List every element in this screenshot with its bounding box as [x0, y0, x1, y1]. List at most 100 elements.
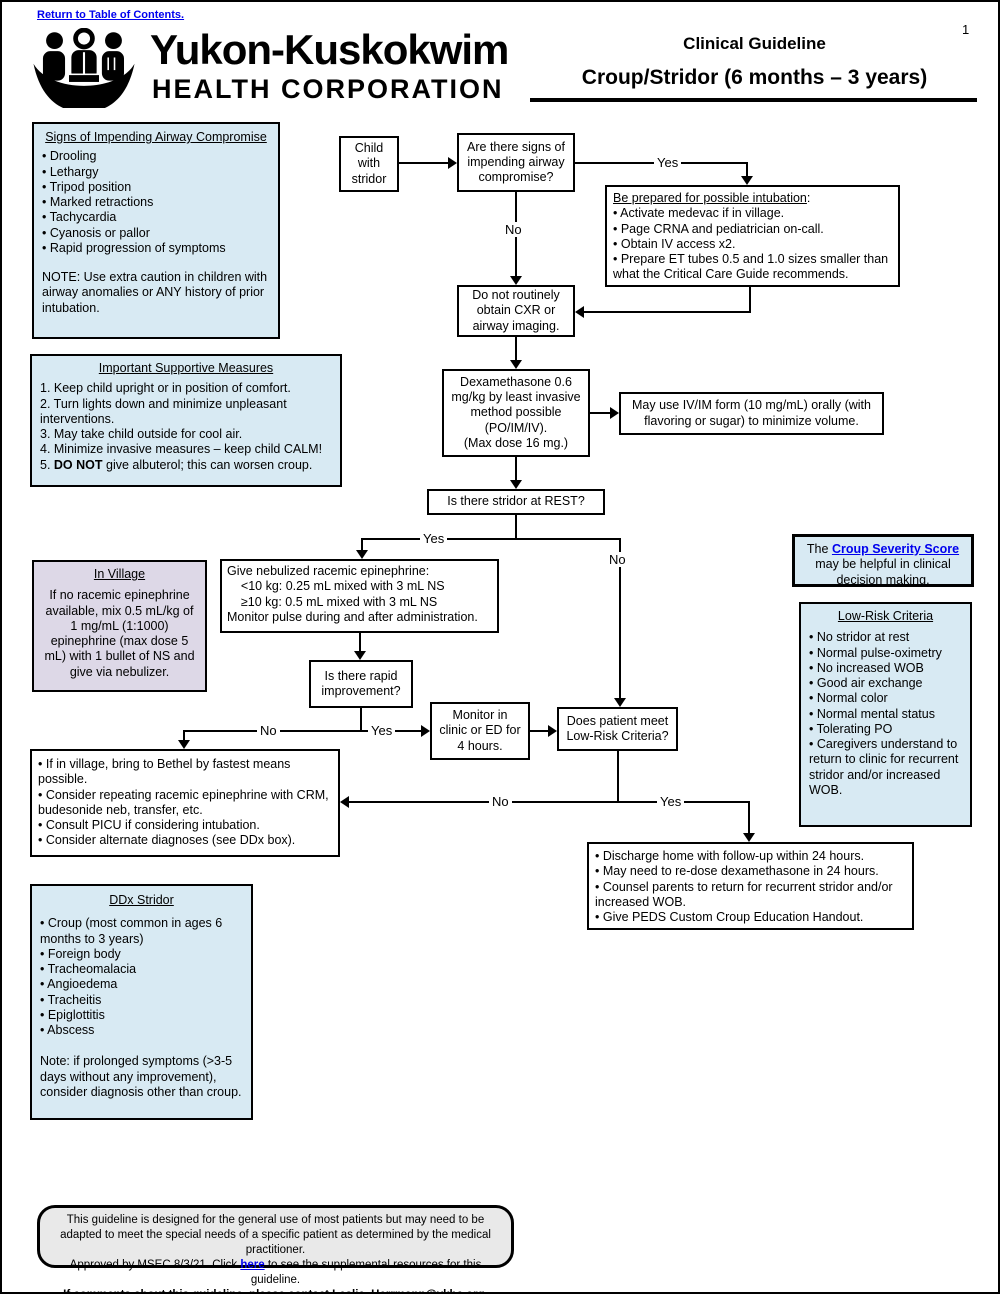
flow-label-no: No — [489, 794, 512, 809]
flow-rapid-improvement-label: Is there rapid improvement? — [321, 668, 401, 698]
flow-line — [359, 633, 361, 651]
supportive-item5-prefix: 5. — [40, 457, 54, 472]
page-number: 1 — [962, 22, 970, 37]
flow-airway-compromise-question: Are there signs of impending airway comp… — [457, 133, 575, 192]
arrow-down-icon — [743, 833, 755, 842]
flow-line — [184, 730, 421, 732]
croup-severity-score-box: The Croup Severity Score may be helpful … — [792, 534, 974, 587]
page-title: Croup/Stridor (6 months – 3 years) — [581, 66, 928, 89]
signs-box-note: NOTE: Use extra caution in children with… — [42, 270, 268, 315]
flow-label-no: No — [606, 552, 629, 567]
disclaimer-contact: If comments about this guideline, please… — [50, 1288, 501, 1292]
severity-prefix: The — [806, 542, 832, 556]
flow-line — [617, 751, 619, 803]
signs-of-airway-compromise-box: Signs of Impending Airway Compromise • D… — [32, 122, 280, 339]
flow-child-with-stridor: Child with stridor — [339, 136, 399, 192]
ykhc-logo-icon — [33, 28, 135, 108]
flow-line — [590, 412, 610, 414]
arrow-down-icon — [354, 651, 366, 660]
ddx-title: DDx Stridor — [109, 893, 174, 907]
arrow-right-icon — [448, 157, 457, 169]
flow-dexamethasone-box: Dexamethasone 0.6 mg/kg by least invasiv… — [442, 369, 590, 457]
flow-discharge-box: • Discharge home with follow-up within 2… — [587, 842, 914, 930]
arrow-down-icon — [741, 176, 753, 185]
flow-label-no: No — [502, 222, 525, 237]
flow-line — [748, 801, 750, 833]
flow-racemic-epinephrine-box: Give nebulized racemic epinephrine: <10 … — [220, 559, 499, 633]
flow-racemic-epinephrine-text: Give nebulized racemic epinephrine: <10 … — [227, 564, 478, 624]
flow-no-cxr-label: Do not routinely obtain CXR or airway im… — [472, 288, 560, 333]
flow-low-risk-question-label: Does patient meet Low-Risk Criteria? — [566, 713, 669, 743]
flow-low-risk-question: Does patient meet Low-Risk Criteria? — [557, 707, 678, 751]
in-village-body: If no racemic epinephrine available, mix… — [44, 588, 195, 679]
flow-line — [530, 730, 548, 732]
low-risk-criteria-box: Low-Risk Criteria • No stridor at rest •… — [799, 602, 972, 827]
flow-line — [515, 337, 517, 360]
arrow-down-icon — [178, 740, 190, 749]
supplemental-resources-link[interactable]: here — [240, 1258, 265, 1271]
ddx-stridor-box: DDx Stridor • Croup (most common in ages… — [30, 884, 253, 1120]
flow-label-no: No — [257, 723, 280, 738]
ddx-note: Note: if prolonged symptoms (>3-5 days w… — [40, 1054, 242, 1099]
arrow-down-icon — [614, 698, 626, 707]
org-name-line2: HEALTH CORPORATION — [152, 74, 504, 104]
flow-dexamethasone-label: Dexamethasone 0.6 mg/kg by least invasiv… — [451, 374, 581, 450]
severity-suffix: may be helpful in clinical decision maki… — [815, 557, 951, 587]
flow-line — [360, 708, 362, 732]
arrow-down-icon — [510, 276, 522, 285]
org-name: Yukon-Kuskokwim — [150, 26, 509, 73]
supportive-box-item5: 5. DO NOT give albuterol; this can worse… — [40, 458, 332, 473]
flow-label-yes: Yes — [654, 155, 682, 170]
flow-airway-question-label: Are there signs of impending airway comp… — [467, 139, 565, 185]
flow-line — [349, 801, 750, 803]
arrow-right-icon — [610, 407, 619, 419]
flow-label-yes: Yes — [368, 723, 396, 738]
disclaimer-box: This guideline is designed for the gener… — [37, 1205, 514, 1292]
in-village-box: In Village If no racemic epinephrine ava… — [32, 560, 207, 692]
arrow-left-icon — [575, 306, 584, 318]
flow-child-label: Child with stridor — [351, 141, 387, 186]
title-underline-rule — [530, 98, 977, 102]
flow-line — [746, 162, 748, 176]
flow-line — [183, 730, 185, 740]
flow-rapid-improvement-question: Is there rapid improvement? — [309, 660, 413, 708]
prepare-intubation-colon: : — [806, 191, 811, 205]
arrow-right-icon — [421, 725, 430, 737]
disclaimer-approved-suffix: to see the supplemental resources for th… — [250, 1258, 482, 1286]
flow-stridor-at-rest-label: Is there stridor at REST? — [447, 494, 585, 509]
low-risk-list: • No stridor at rest • Normal pulse-oxim… — [809, 630, 959, 797]
flow-ivim-form-box: May use IV/IM form (10 mg/mL) orally (wi… — [619, 392, 884, 435]
croup-severity-score-link[interactable]: Croup Severity Score — [831, 542, 960, 556]
flow-line — [584, 311, 751, 313]
supportive-box-list: 1. Keep child upright or in position of … — [40, 381, 323, 457]
flow-ivim-form-label: May use IV/IM form (10 mg/mL) orally (wi… — [632, 398, 871, 428]
flow-line — [361, 538, 363, 550]
supportive-item5-suffix: give albuterol; this can worsen croup. — [102, 457, 313, 472]
flow-line — [749, 287, 751, 313]
supportive-box-title: Important Supportive Measures — [98, 361, 274, 375]
ddx-list: • Croup (most common in ages 6 months to… — [40, 916, 223, 1037]
arrow-down-icon — [510, 360, 522, 369]
arrow-down-icon — [510, 480, 522, 489]
flow-stridor-at-rest-question: Is there stridor at REST? — [427, 489, 605, 515]
arrow-left-icon — [340, 796, 349, 808]
flow-village-actions-text: • If in village, bring to Bethel by fast… — [38, 757, 329, 848]
return-to-toc-link[interactable]: Return to Table of Contents. — [37, 9, 185, 21]
flow-discharge-text: • Discharge home with follow-up within 2… — [595, 849, 893, 924]
arrow-down-icon — [356, 550, 368, 559]
flow-label-yes: Yes — [420, 531, 448, 546]
doc-type-heading: Clinical Guideline — [683, 34, 826, 53]
flow-monitor-label: Monitor in clinic or ED for 4 hours. — [439, 708, 521, 753]
in-village-title: In Village — [93, 567, 146, 581]
flow-line — [361, 538, 621, 540]
flow-line — [515, 515, 517, 540]
supportive-item5-bold: DO NOT — [53, 457, 103, 472]
flow-no-cxr-box: Do not routinely obtain CXR or airway im… — [457, 285, 575, 337]
low-risk-title: Low-Risk Criteria — [837, 609, 934, 623]
disclaimer-approval-line: Approved by MSEC 8/3/21. Click here to s… — [50, 1258, 501, 1288]
flow-line — [515, 457, 517, 480]
signs-box-title: Signs of Impending Airway Compromise — [45, 130, 267, 144]
flow-line — [619, 538, 621, 698]
arrow-right-icon — [548, 725, 557, 737]
